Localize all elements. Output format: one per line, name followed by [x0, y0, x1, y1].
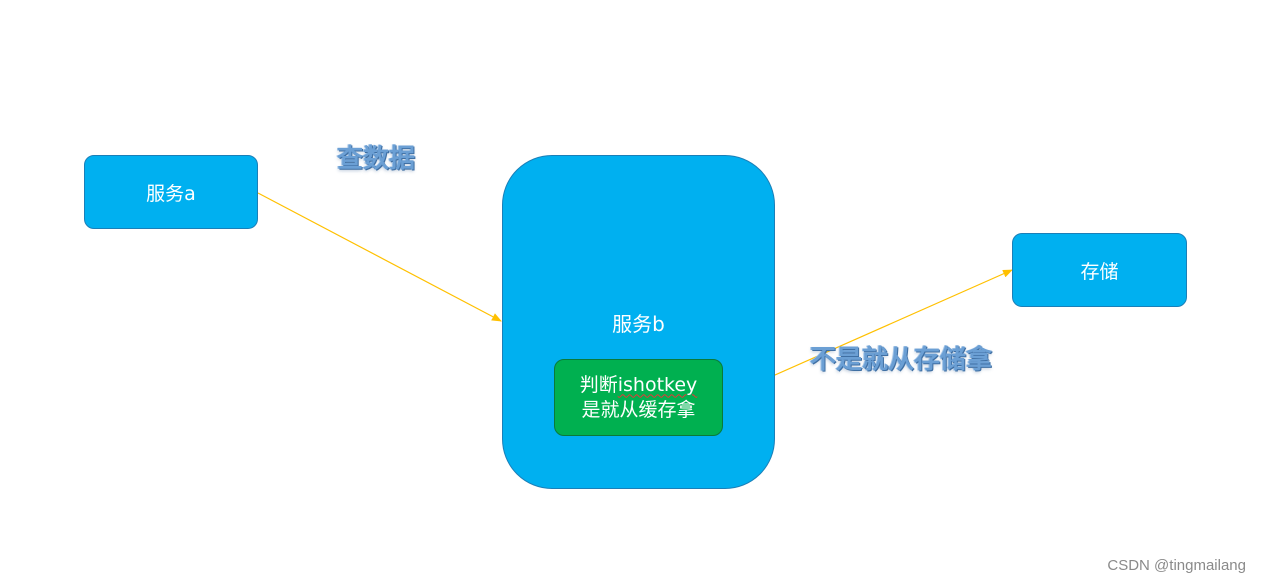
query-annotation: 查数据 [337, 144, 416, 174]
arrow-a-to-b [257, 192, 502, 322]
hotkey-check-line2: 是就从缓存拿 [581, 398, 696, 421]
hotkey-check-node: 判断ishotkey 是就从缓存拿 [554, 359, 723, 436]
hotkey-check-key: ishotkey [617, 373, 698, 396]
service-a-node: 服务a [84, 155, 258, 229]
service-a-label: 服务a [146, 182, 196, 205]
hotkey-check-line1: 判断ishotkey [580, 373, 698, 398]
service-b-label: 服务b [612, 312, 665, 336]
watermark: CSDN @tingmailang [1107, 557, 1246, 574]
service-b-node: 服务b [502, 155, 775, 489]
fallback-annotation: 不是就从存储拿 [810, 345, 993, 375]
storage-node: 存储 [1012, 233, 1187, 307]
hotkey-check-prefix: 判断 [579, 373, 618, 396]
storage-label: 存储 [1080, 260, 1119, 283]
